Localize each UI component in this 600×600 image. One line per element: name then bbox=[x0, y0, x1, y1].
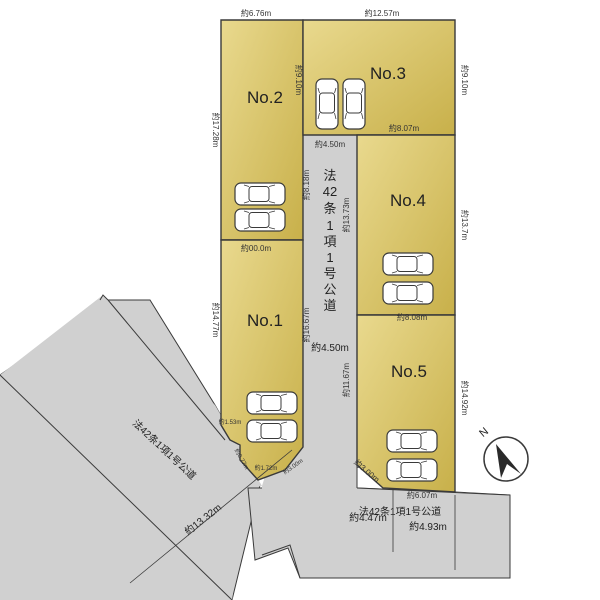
dim-no4-right: 約13.7m bbox=[460, 210, 470, 241]
dim-line-left-road bbox=[129, 449, 293, 584]
lot-no4-label: No.4 bbox=[390, 191, 426, 210]
road-central-char: 道 bbox=[323, 298, 336, 313]
dim-no3-right: 約9.10m bbox=[460, 65, 470, 96]
lot-no1-label: No.1 bbox=[247, 311, 283, 330]
dim-no2-left: 約17.28m bbox=[211, 113, 221, 148]
north-label: N bbox=[477, 426, 491, 440]
road-central-char: 条 bbox=[323, 201, 336, 216]
dim-no1-corner-a: 約1.53m bbox=[219, 418, 242, 426]
lot-no5-label: No.5 bbox=[391, 362, 427, 381]
road-bottom-cover bbox=[262, 362, 510, 578]
dim-no5-left: 約11.67m bbox=[341, 363, 351, 397]
road-central-char: 号 bbox=[323, 266, 336, 281]
dim-road-top: 約4.50m bbox=[315, 139, 346, 149]
car-no4-a bbox=[382, 252, 434, 276]
north-pointer-icon bbox=[496, 444, 521, 478]
dim-top-no3: 約12.57m bbox=[365, 8, 400, 18]
dim-road-mid: 約4.50m bbox=[311, 341, 349, 354]
dim-top-no2: 約6.76m bbox=[241, 8, 272, 18]
road-central-char: 法 bbox=[323, 168, 336, 183]
road-central-char: 1 bbox=[326, 218, 333, 233]
car-no1-a bbox=[246, 391, 298, 415]
car-no4-b bbox=[382, 281, 434, 305]
road-bottom-label: 法42条1項1号公道 bbox=[359, 505, 441, 518]
road-diagonal-left-fill bbox=[0, 295, 262, 600]
dim-no4-left: 約13.73m bbox=[341, 197, 351, 232]
car-no2-b bbox=[234, 208, 286, 232]
car-no5-b bbox=[386, 458, 438, 482]
road-central-label: 法 42 条 1 項 1 号 公 道 bbox=[323, 168, 337, 313]
dim-no5-bottom: 約6.07m bbox=[407, 490, 438, 500]
road-central-char: 公 bbox=[323, 282, 336, 297]
dim-no3-bottom: 約8.07m bbox=[389, 123, 420, 133]
car-no1-b bbox=[246, 419, 298, 443]
dim-no3-inner-left: 約9.10m bbox=[294, 65, 304, 96]
dim-no1-corner-c: 約1.72m bbox=[255, 464, 278, 472]
lot-no2 bbox=[220, 19, 304, 241]
dim-no4-bottom: 約8.08m bbox=[397, 312, 428, 322]
car-no2-a bbox=[234, 182, 286, 206]
dim-no1-top: 約00.0m bbox=[241, 243, 272, 253]
road-central-char: 42 bbox=[323, 184, 337, 199]
dim-no2-right: 約8.18m bbox=[301, 170, 311, 201]
dim-no1-right: 約16.67m bbox=[301, 307, 311, 342]
car-no5-a bbox=[386, 429, 438, 453]
lot-no2-label: No.2 bbox=[247, 88, 283, 107]
north-arrow: N bbox=[477, 426, 529, 482]
dim-no5-right: 約14.92m bbox=[460, 381, 470, 416]
dim-road-bottom-left: 約4.47m bbox=[349, 511, 387, 524]
road-central-char: 項 bbox=[323, 234, 336, 249]
road-central-char: 1 bbox=[326, 250, 333, 265]
car-no3-a bbox=[315, 78, 339, 130]
dim-no1-left: 約14.77m bbox=[211, 303, 221, 338]
car-no3-b bbox=[342, 78, 366, 130]
dim-road-bottom-right: 約4.93m bbox=[409, 520, 447, 533]
lot-no3-label: No.3 bbox=[370, 64, 406, 83]
